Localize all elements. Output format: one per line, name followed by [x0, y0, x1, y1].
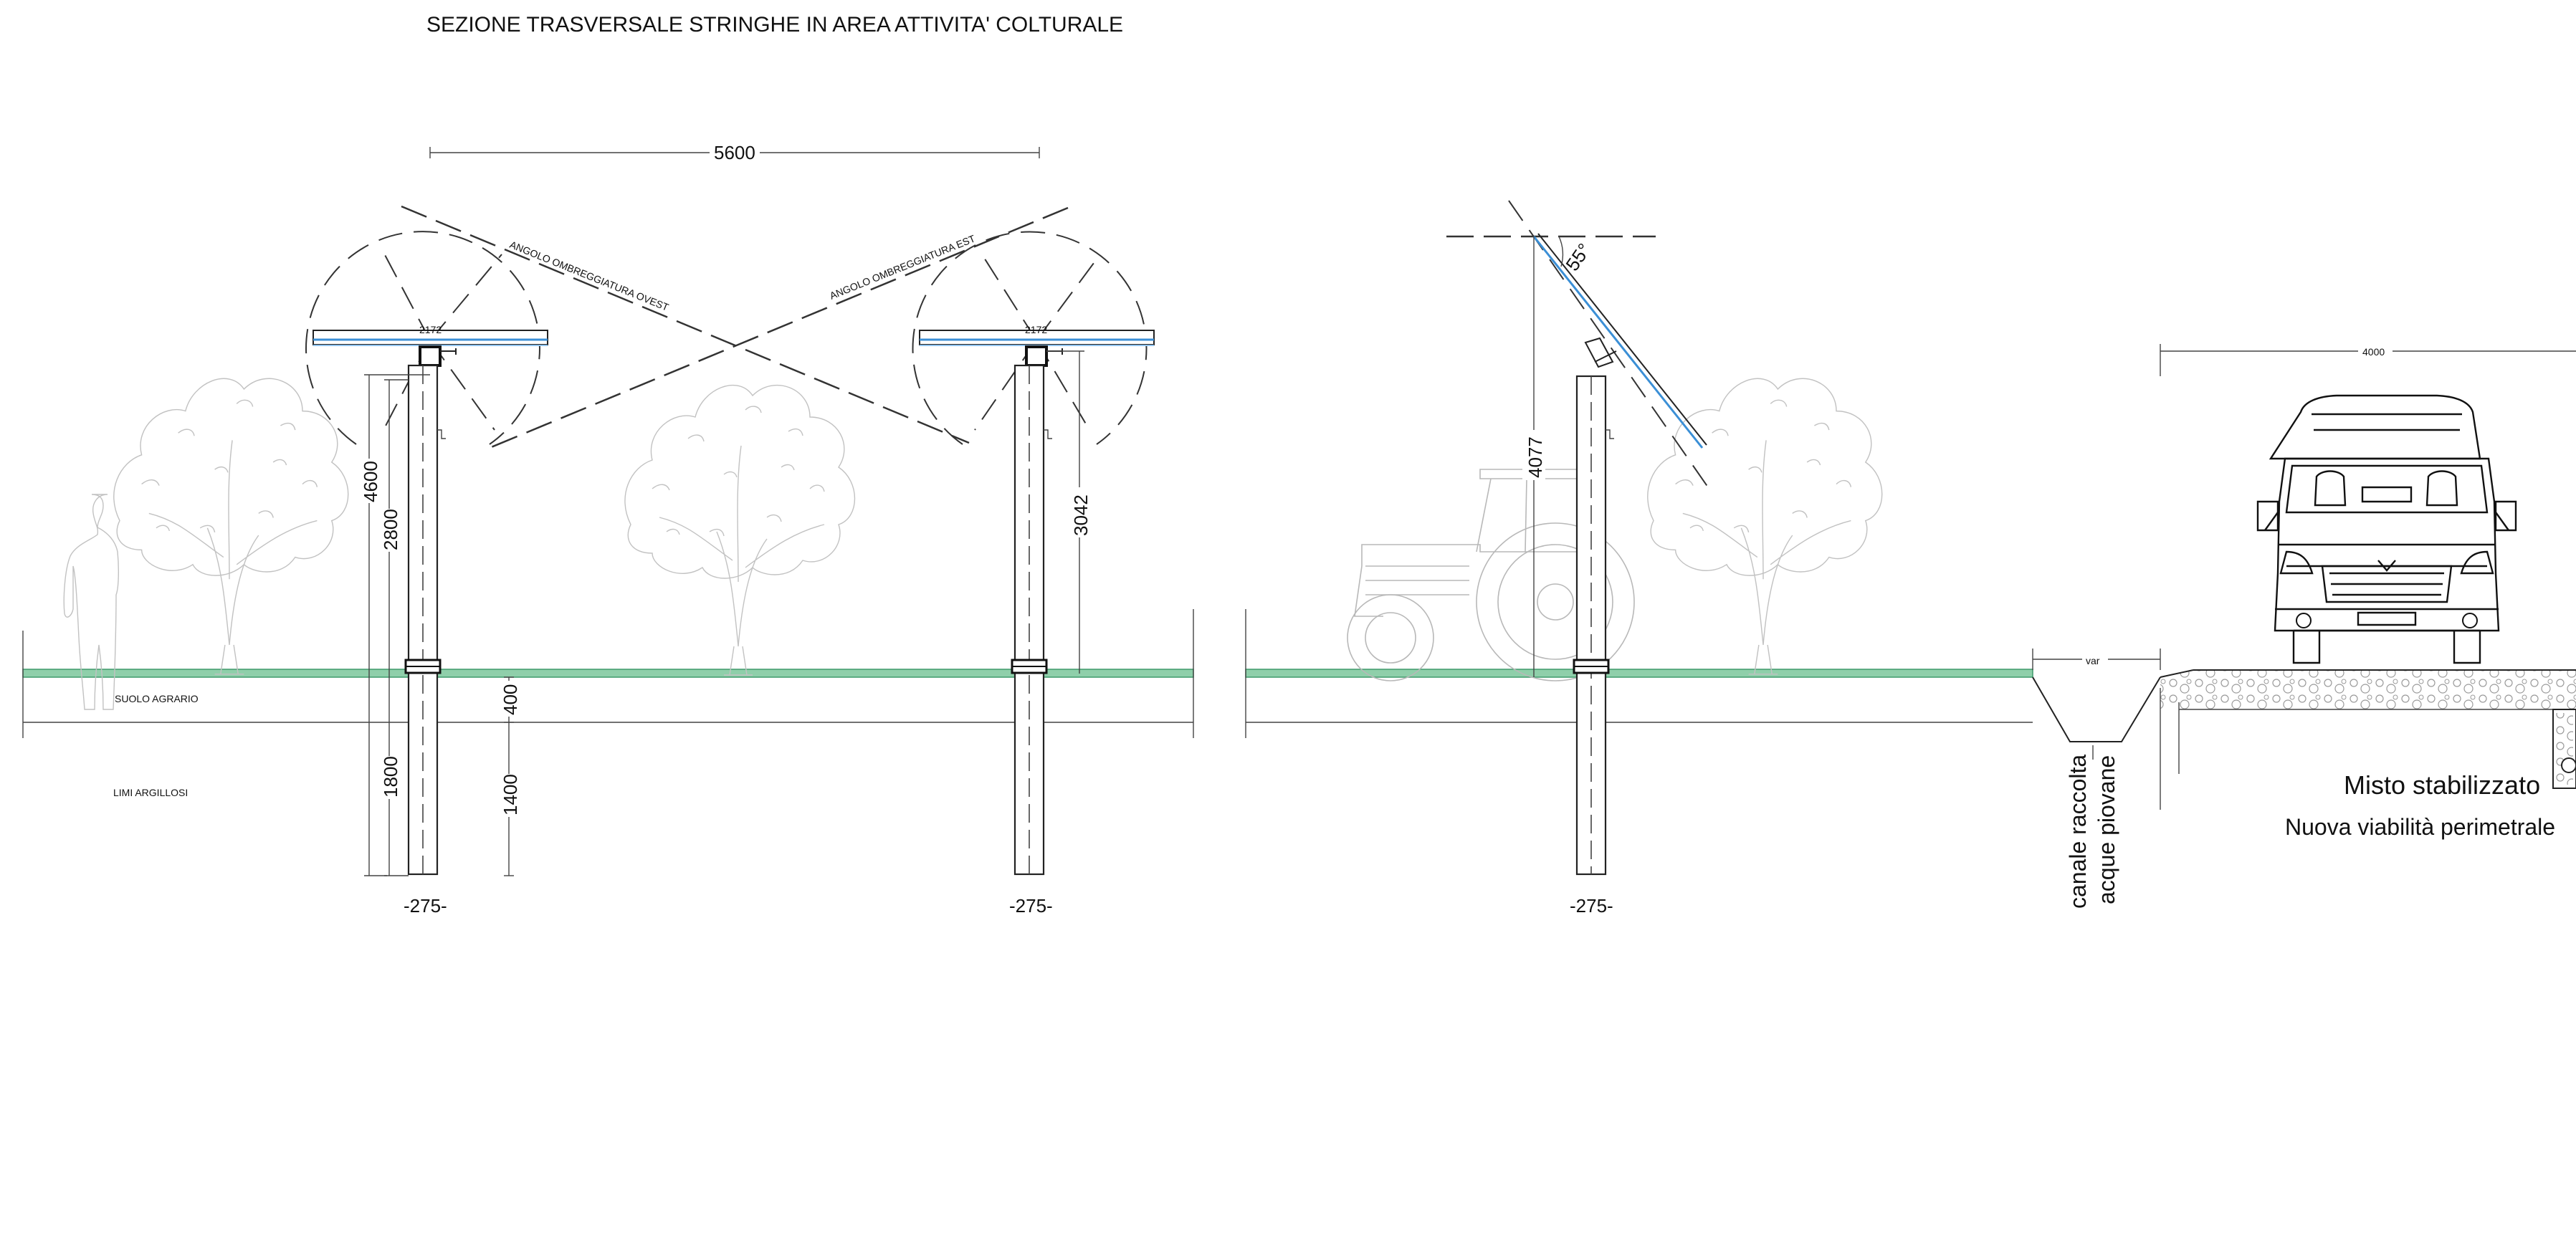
pile-width-left: -275- [404, 895, 447, 917]
soil-top-label: SUOLO AGRARIO [115, 693, 199, 704]
pile-width-right: -275- [1570, 895, 1613, 917]
road-material-label: Misto stabilizzato [2344, 770, 2540, 800]
dim-soil-depth: 400 [500, 684, 521, 715]
soil-bottom-label: LIMI ARGILLOSI [113, 787, 188, 798]
dim-height-above: 2800 [380, 509, 401, 550]
solar-tracker-right: 2172 3042 [912, 231, 1155, 876]
tractor-icon [1347, 469, 1635, 681]
van-icon [2256, 394, 2517, 664]
right-section: 55° 4077 -275- var canale raccolta acque… [1245, 200, 2576, 917]
dim-depth-below: 1800 [380, 756, 401, 798]
human-silhouette-icon [63, 494, 120, 710]
drawing-title: SEZIONE TRASVERSALE STRINGHE IN AREA ATT… [426, 13, 1123, 37]
ground-strip-right [1245, 669, 2033, 678]
shade-west-label: ANGOLO OMBREGGIATURA OVEST [508, 239, 671, 313]
road-width-label: 4000 [2362, 346, 2385, 358]
left-vertical-dimensions: 4600 2800 1800 400 1400 [357, 374, 521, 876]
shade-east-label: ANGOLO OMBREGGIATURA EST [828, 232, 977, 301]
solar-tracker-tilted: 55° 4077 [1446, 200, 1714, 876]
dim-clay-depth: 1400 [500, 774, 521, 815]
shading-angle-lines [401, 205, 1069, 449]
dim-hub-height: 3042 [1070, 494, 1092, 536]
pile-width-mid: -275- [1009, 895, 1053, 917]
module-width-left: 2172 [419, 324, 442, 335]
solar-tracker-left: 2172 [305, 231, 548, 876]
ditch-label-line1: canale raccolta [2065, 755, 2091, 909]
ditch-label-line2: acque piovane [2094, 755, 2119, 904]
span-dimension: 5600 [429, 140, 1040, 163]
span-dimension-value: 5600 [714, 142, 755, 163]
perimeter-road: 4000 Misto stabilizzato Nuova viabilità … [2160, 344, 2576, 840]
tree-icon [624, 384, 856, 676]
left-section: SUOLO AGRARIO LIMI ARGILLOSI 5600 ANGOLO… [22, 140, 1194, 917]
dim-tilt-height: 4077 [1525, 436, 1546, 478]
module-width-right: 2172 [1025, 324, 1047, 335]
drainage-ditch: var canale raccolta acque piovane [2032, 649, 2161, 909]
dim-height-total: 4600 [360, 461, 381, 502]
road-name-label: Nuova viabilità perimetrale [2285, 814, 2555, 840]
ditch-width-label: var [2086, 655, 2100, 666]
tree-icon [113, 378, 349, 675]
